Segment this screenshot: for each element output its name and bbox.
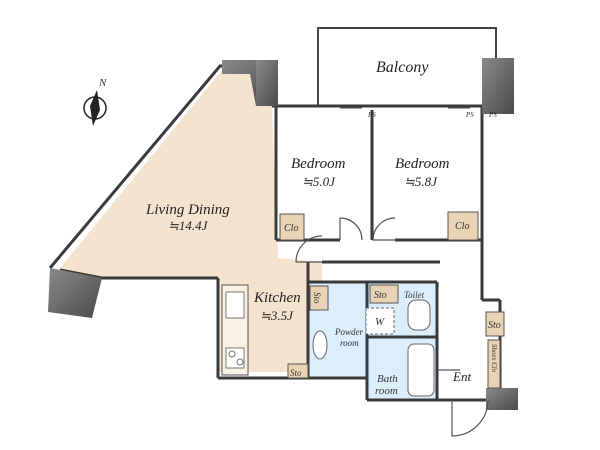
bath-fixtures [312,299,435,397]
shoes-closet-label: Shoes Clo [490,344,498,373]
bedroom1-label: Bedroom [291,156,346,172]
closet1-label: Clo [284,223,298,234]
washer-label: W [375,316,385,328]
living-dining-label: Living Dining [145,202,230,218]
ps1-label: PS [367,111,376,119]
bedroom-doors [295,217,396,263]
entrance-label: Ent [452,369,471,384]
sto-kitchen-bottom-label: Sto [290,368,302,378]
bath-room-label2: room [375,385,398,397]
kitchen-counter [221,284,249,376]
powder-room-label1: Powder [334,327,363,337]
bedroom2-label: Bedroom [395,156,450,172]
toilet-label: Toilet [404,290,425,300]
bath-room-label1: Bath [377,373,398,385]
powder-room-label2: room [340,338,359,348]
columns [48,58,518,410]
balcony-label: Balcony [376,59,429,76]
living-dining-size: ≒14.4J [168,218,209,233]
closet2-label: Clo [455,221,469,232]
ps3-label: PS [488,111,497,119]
bedroom2-size: ≒5.8J [404,174,438,189]
living-dining-floor [60,70,322,372]
bedroom1-size: ≒5.0J [302,174,336,189]
kitchen-size: ≒3.5J [260,308,294,323]
ps2-label: PS [465,111,474,119]
sto-ent-label: Sto [488,320,501,331]
sto-toilet-label: Sto [374,290,387,301]
sto-kitchen-label: Sto [312,292,322,304]
closets [279,211,505,389]
kitchen-label: Kitchen [253,290,301,306]
compass-icon: N [83,77,107,126]
compass-label: N [98,77,107,89]
entrance-door [437,369,489,437]
